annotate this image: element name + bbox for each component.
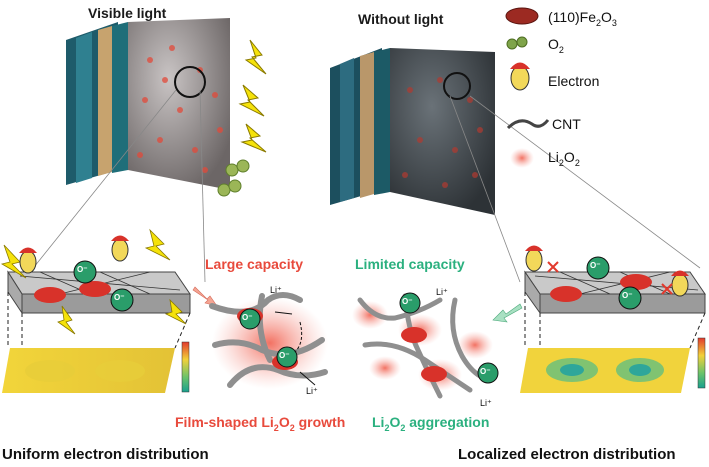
localized-electrode-panel (524, 245, 706, 315)
cathode-stack-visible (66, 18, 230, 190)
legend-electron-label: Electron (548, 73, 600, 89)
uniform-electrode-panel (0, 228, 191, 335)
fe2o3-legend-icon (505, 7, 539, 25)
process-arrow-right (492, 303, 523, 323)
limited-capacity-label: Limited capacity (355, 256, 465, 272)
oxide-ion-label: O⁻ (279, 351, 290, 360)
legend-fe2o3-label: (110)Fe2O3 (548, 9, 617, 28)
visible-light-title: Visible light (88, 5, 167, 21)
localized-caption: Localized electron distribution (458, 446, 676, 463)
legend-graphics (505, 7, 550, 168)
aggregation-illustration (352, 292, 499, 399)
oxide-ion-label: O⁻ (77, 265, 88, 274)
electron-icon (19, 235, 129, 274)
li2o2-legend-icon (510, 148, 534, 168)
li-ion-label: Li⁺ (306, 386, 318, 396)
process-arrow-left (192, 286, 218, 307)
oxide-ion-label: O⁻ (590, 261, 601, 270)
oxide-ion-label: O⁻ (242, 313, 253, 322)
heatmap-localized (520, 292, 706, 393)
legend-o2-label: O2 (548, 36, 564, 55)
oxide-ion-label: O⁻ (402, 297, 413, 306)
oxide-ion (586, 256, 642, 310)
zoom-lines (21, 89, 701, 283)
oxide-ion-label: O⁻ (480, 367, 491, 376)
electron-icon (525, 245, 689, 297)
o2-legend-icon (506, 36, 528, 50)
li-ion-label: Li⁺ (436, 287, 448, 297)
electron-legend-icon (510, 62, 530, 91)
oxide-ion-label: O⁻ (114, 293, 125, 302)
oxide-ion-label: O⁻ (622, 291, 633, 300)
lightning-icon (238, 39, 267, 153)
large-capacity-label: Large capacity (205, 256, 304, 272)
li-ion-label: Li⁺ (480, 398, 492, 408)
legend-cnt-label: CNT (552, 116, 581, 132)
oxide-ion (73, 260, 134, 312)
aggregation-label: Li2O2 aggregation (372, 414, 490, 433)
cnt-legend-icon (506, 119, 550, 130)
o2-molecules (217, 159, 250, 197)
film-growth-label: Film-shaped Li2O2 growth (175, 414, 346, 433)
li-ion-label: Li⁺ (270, 285, 282, 295)
film-growth-illustration (209, 292, 328, 389)
without-light-title: Without light (358, 11, 444, 27)
legend-li2o2-label: Li2O2 (548, 149, 580, 168)
heatmap-uniform (2, 292, 191, 393)
cross-icon (547, 261, 673, 295)
uniform-caption: Uniform electron distribution (2, 446, 209, 463)
cathode-stack-dark (330, 48, 495, 215)
